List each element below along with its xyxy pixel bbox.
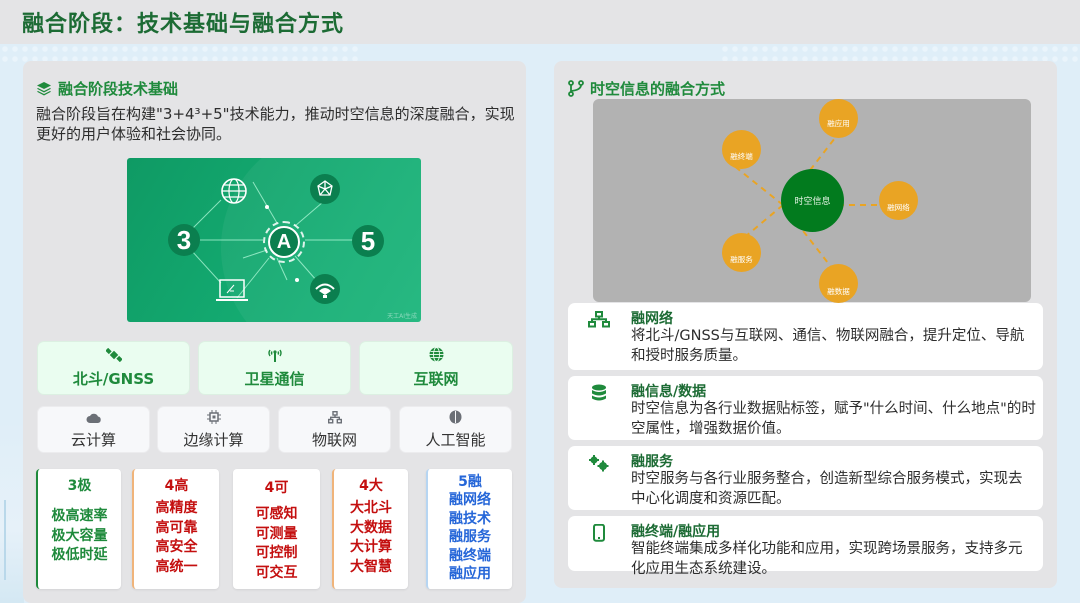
feature-head: 3极 bbox=[67, 478, 92, 494]
network-icon bbox=[327, 409, 342, 428]
tech-card-beidou: 北斗/GNSS bbox=[37, 341, 190, 395]
feature-card-3ji: 3极 极高速率 极大容量 极低时延 bbox=[36, 469, 121, 589]
page-title: 融合阶段：技术基础与融合方式 bbox=[22, 12, 345, 37]
info-card-desc: 时空服务与各行业服务整合，创造新型综合服务模式，实现去中心化调度和资源匹配。 bbox=[631, 471, 1023, 507]
info-card-title: 融信息/数据 bbox=[631, 384, 707, 400]
feature-item: 大智慧 bbox=[350, 558, 392, 575]
hero-center-ring: A bbox=[263, 221, 305, 263]
hero-center-letter: A bbox=[268, 226, 300, 258]
antenna-icon bbox=[266, 347, 284, 366]
feature-item: 高统一 bbox=[155, 558, 198, 575]
tech-card-satcom: 卫星通信 bbox=[198, 341, 351, 395]
integration-methods-heading: 时空信息的融合方式 bbox=[568, 78, 725, 99]
tech-card-iot: 物联网 bbox=[278, 406, 391, 453]
mobile-icon bbox=[588, 523, 610, 542]
feature-item: 融应用 bbox=[449, 566, 491, 582]
network-sphere-icon bbox=[310, 174, 340, 204]
feature-item: 高精度 bbox=[155, 500, 198, 516]
globe-icon bbox=[219, 176, 249, 206]
tech-card-cloud: 云计算 bbox=[37, 406, 150, 453]
tower-decoration bbox=[4, 500, 6, 580]
info-card-network: 融网络 将北斗/GNSS与互联网、通信、物联网融合，提升定位、导航和授时服务质量… bbox=[568, 303, 1043, 370]
info-card-title: 融终端/融应用 bbox=[631, 524, 721, 540]
diagram-center-node: 时空信息 bbox=[781, 169, 844, 232]
tech-card-label: 边缘计算 bbox=[183, 431, 244, 449]
integration-methods-title: 时空信息的融合方式 bbox=[590, 80, 726, 98]
feature-item: 可控制 bbox=[255, 545, 298, 561]
info-card-desc: 将北斗/GNSS与互联网、通信、物联网融合，提升定位、导航和授时服务质量。 bbox=[631, 328, 1025, 364]
layers-icon bbox=[36, 81, 52, 96]
laptop-icon bbox=[215, 276, 249, 306]
cloud-icon bbox=[86, 409, 102, 428]
integration-diagram: 时空信息 融应用 融终端 融网络 融服务 融数据 bbox=[593, 99, 1031, 303]
feature-item: 融终端 bbox=[449, 547, 491, 564]
feature-head: 4可 bbox=[264, 480, 289, 496]
diagram-node-terminal: 融终端 bbox=[722, 130, 761, 169]
brain-icon bbox=[449, 409, 462, 428]
database-icon bbox=[588, 384, 610, 402]
header-band bbox=[0, 0, 1080, 44]
satellite-dish-icon bbox=[310, 274, 340, 304]
tech-card-label: 云计算 bbox=[70, 431, 116, 449]
feature-item: 大北斗 bbox=[350, 500, 392, 516]
feature-card-5rong: 5融 融网络 融技术 融服务 融终端 融应用 bbox=[426, 469, 512, 589]
gears-icon bbox=[588, 454, 610, 472]
feature-card-4ke: 4可 可感知 可测量 可控制 可交互 bbox=[233, 469, 320, 589]
feature-item: 可交互 bbox=[255, 564, 298, 581]
tech-foundation-title: 融合阶段技术基础 bbox=[58, 80, 179, 98]
intro-text: 融合阶段旨在构建"3+4³+5"技术能力，推动时空信息的深度融合，实现更好的用户… bbox=[36, 105, 515, 143]
info-card-terminal-app: 融终端/融应用 智能终端集成多样化功能和应用，实现跨场景服务，支持多元化应用生态… bbox=[568, 516, 1043, 577]
feature-item: 大数据 bbox=[350, 519, 392, 536]
hero-number-5: 5 bbox=[352, 225, 384, 257]
decorative-dots bbox=[0, 44, 360, 64]
diagram-node-service: 融服务 bbox=[722, 233, 761, 272]
info-card-title: 融服务 bbox=[631, 454, 673, 470]
feature-head: 5融 bbox=[458, 474, 482, 490]
tech-card-edge: 边缘计算 bbox=[157, 406, 270, 453]
hero-connection-lines bbox=[190, 181, 369, 299]
feature-item: 融网络 bbox=[449, 492, 491, 508]
feature-item: 极大容量 bbox=[51, 527, 108, 544]
feature-item: 高安全 bbox=[155, 539, 198, 555]
info-card-service: 融服务 时空服务与各行业服务整合，创造新型综合服务模式，实现去中心化调度和资源匹… bbox=[568, 446, 1043, 510]
info-card-data: 融信息/数据 时空信息为各行业数据贴标签，赋予"什么时间、什么地点"的时空属性，… bbox=[568, 376, 1043, 440]
feature-item: 极高速率 bbox=[51, 508, 108, 524]
diagram-node-data: 融数据 bbox=[819, 264, 858, 303]
hero-illustration: 3 5 A 天工AI生成 bbox=[127, 158, 421, 322]
tech-foundation-heading: 融合阶段技术基础 bbox=[36, 78, 178, 99]
feature-item: 高可靠 bbox=[155, 519, 198, 536]
info-card-title: 融网络 bbox=[631, 311, 673, 327]
tech-card-label: 互联网 bbox=[413, 370, 459, 388]
tech-card-label: 物联网 bbox=[311, 431, 357, 449]
feature-head: 4大 bbox=[359, 478, 383, 494]
info-card-desc: 智能终端集成多样化功能和应用，实现跨场景服务，支持多元化应用生态系统建设。 bbox=[631, 541, 1023, 577]
feature-card-4da: 4大 大北斗 大数据 大计算 大智慧 bbox=[332, 469, 408, 589]
info-card-desc: 时空信息为各行业数据贴标签，赋予"什么时间、什么地点"的时空属性，增强数据价值。 bbox=[631, 401, 1036, 437]
feature-item: 融技术 bbox=[449, 510, 491, 527]
hero-watermark: 天工AI生成 bbox=[387, 313, 417, 320]
network-icon bbox=[588, 311, 610, 329]
branch-icon bbox=[568, 80, 584, 97]
tech-card-ai: 人工智能 bbox=[399, 406, 512, 453]
tech-card-label: 卫星通信 bbox=[244, 370, 305, 388]
chip-icon bbox=[206, 409, 221, 428]
satellite-icon bbox=[104, 347, 123, 366]
tech-card-label: 北斗/GNSS bbox=[72, 370, 155, 388]
feature-item: 可测量 bbox=[255, 525, 298, 542]
feature-head: 4高 bbox=[164, 478, 189, 494]
globe-icon bbox=[429, 347, 444, 366]
hero-number-3: 3 bbox=[168, 224, 200, 256]
diagram-node-network: 融网络 bbox=[879, 181, 918, 220]
tech-card-internet: 互联网 bbox=[359, 341, 513, 395]
feature-item: 大计算 bbox=[350, 539, 392, 555]
diagram-node-app: 融应用 bbox=[819, 99, 858, 138]
feature-card-4gao: 4高 高精度 高可靠 高安全 高统一 bbox=[132, 469, 219, 589]
feature-item: 极低时延 bbox=[51, 547, 108, 563]
feature-item: 融服务 bbox=[449, 529, 491, 545]
feature-item: 可感知 bbox=[255, 506, 298, 522]
tech-card-label: 人工智能 bbox=[425, 431, 486, 449]
decorative-dots bbox=[720, 44, 1080, 64]
